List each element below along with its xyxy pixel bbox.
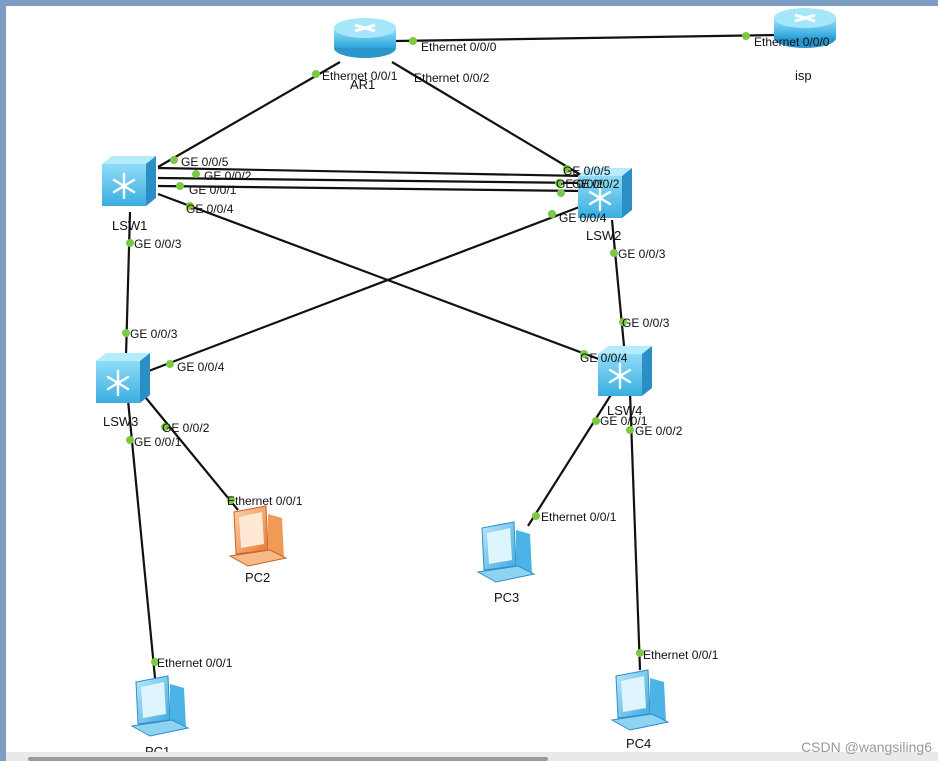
switch-icon bbox=[94, 351, 152, 405]
port-label-lsw1-ge003: GE 0/0/3 bbox=[134, 237, 182, 251]
port-label-ar1-e002: Ethernet 0/0/2 bbox=[414, 71, 490, 85]
port-dot bbox=[626, 426, 634, 434]
port-dot bbox=[126, 436, 134, 444]
horizontal-scrollbar-thumb[interactable] bbox=[28, 757, 548, 761]
port-label-lsw2-ge005: GE 0/0/5 bbox=[563, 164, 611, 178]
port-labels: Ethernet 0/0/0 Ethernet 0/0/0 Ethernet 0… bbox=[130, 35, 830, 670]
port-label-lsw2-ge004: GE 0/0/4 bbox=[559, 211, 607, 225]
port-dot bbox=[563, 165, 571, 173]
device-lsw4[interactable]: LSW4 bbox=[596, 344, 654, 418]
port-label-pc1-e001: Ethernet 0/0/1 bbox=[157, 656, 233, 670]
port-label-lsw2-ge003: GE 0/0/3 bbox=[618, 247, 666, 261]
device-lsw1[interactable]: LSW1 bbox=[100, 154, 158, 233]
switch-icon bbox=[100, 154, 158, 208]
device-pc2[interactable]: PC2 bbox=[229, 505, 287, 585]
port-label-pc4-e001: Ethernet 0/0/1 bbox=[643, 648, 719, 662]
port-dot bbox=[409, 37, 417, 45]
port-label-lsw4-ge003: GE 0/0/3 bbox=[622, 316, 670, 330]
port-label-lsw4-ge001: GE 0/0/1 bbox=[600, 414, 648, 428]
horizontal-scrollbar-track[interactable] bbox=[6, 752, 938, 761]
link-lsw2-lsw3[interactable] bbox=[145, 204, 583, 374]
port-label-lsw4-ge002: GE 0/0/2 bbox=[635, 424, 683, 438]
port-dot bbox=[636, 649, 644, 657]
port-dot bbox=[161, 423, 169, 431]
port-label-lsw3-ge001: GE 0/0/1 bbox=[134, 435, 182, 449]
link-lsw4-pc4[interactable] bbox=[628, 391, 642, 671]
port-label-lsw1-ge001: GE 0/0/1 bbox=[189, 183, 237, 197]
link-lsw4-pc3[interactable] bbox=[527, 389, 615, 527]
port-label-isp-e000: Ethernet 0/0/0 bbox=[754, 35, 830, 49]
port-dot bbox=[122, 329, 130, 337]
port-dot bbox=[580, 350, 588, 358]
link-lsw1-lsw4[interactable] bbox=[157, 192, 613, 366]
link-ar1-lsw1[interactable] bbox=[157, 61, 341, 168]
link-lsw1-lsw2-c[interactable] bbox=[157, 184, 583, 193]
device-label-lsw1: LSW1 bbox=[112, 218, 147, 233]
device-label-lsw2: LSW2 bbox=[586, 228, 621, 243]
pc-icon bbox=[229, 505, 287, 567]
port-label-lsw2-ge002: GE 0/0/2 bbox=[572, 177, 620, 191]
port-dot bbox=[592, 417, 600, 425]
link-ar1-isp[interactable] bbox=[395, 33, 779, 43]
port-dot bbox=[742, 32, 750, 40]
device-label-pc3: PC3 bbox=[494, 590, 519, 605]
port-label-lsw3-ge002: GE 0/0/2 bbox=[162, 421, 210, 435]
port-dot bbox=[548, 210, 556, 218]
port-label-lsw3-ge004: GE 0/0/4 bbox=[177, 360, 225, 374]
port-dot bbox=[227, 496, 235, 504]
port-label-pc3-e001: Ethernet 0/0/1 bbox=[541, 510, 617, 524]
port-dot bbox=[176, 182, 184, 190]
device-label-ar1: AR1 bbox=[350, 77, 375, 92]
port-dot bbox=[312, 70, 320, 78]
pc-icon bbox=[611, 669, 669, 731]
port-dot bbox=[610, 249, 618, 257]
link-lsw3-pc1[interactable] bbox=[126, 399, 158, 689]
device-pc4[interactable]: PC4 bbox=[611, 669, 669, 751]
device-isp[interactable]: isp bbox=[772, 6, 838, 83]
device-ar1[interactable]: AR1 bbox=[332, 16, 398, 92]
device-lsw2[interactable]: LSW2 bbox=[576, 166, 634, 243]
pc-icon bbox=[477, 521, 535, 583]
port-label-lsw4-ge004: GE 0/0/4 bbox=[580, 351, 628, 365]
port-dot bbox=[151, 658, 159, 666]
device-label-isp: isp bbox=[795, 68, 812, 83]
router-icon bbox=[332, 16, 398, 60]
link-lsw3-pc2[interactable] bbox=[145, 397, 239, 511]
device-label-pc2: PC2 bbox=[245, 570, 270, 585]
port-dots bbox=[122, 32, 750, 666]
port-label-pc2-e001: Ethernet 0/0/1 bbox=[227, 494, 303, 508]
device-pc1[interactable]: PC1 bbox=[131, 675, 189, 759]
watermark: CSDN @wangsiling6 bbox=[801, 739, 932, 755]
port-dot bbox=[170, 156, 178, 164]
port-label-lsw1-ge004: GE 0/0/4 bbox=[186, 202, 234, 216]
pc-icon bbox=[131, 675, 189, 737]
device-label-pc4: PC4 bbox=[626, 736, 651, 751]
device-lsw3[interactable]: LSW3 bbox=[94, 351, 152, 429]
link-ar1-lsw2[interactable] bbox=[391, 61, 587, 179]
port-dot bbox=[186, 202, 194, 210]
port-dot bbox=[557, 189, 565, 197]
port-dot bbox=[192, 170, 200, 178]
link-lsw1-lsw2-b[interactable] bbox=[157, 176, 585, 185]
port-label-lsw1-ge002: GE 0/0/2 bbox=[204, 169, 252, 183]
port-dot bbox=[619, 318, 627, 326]
port-label-lsw3-ge003: GE 0/0/3 bbox=[130, 327, 178, 341]
link-lsw1-lsw2-a[interactable] bbox=[157, 166, 585, 178]
port-label-ar1-e000: Ethernet 0/0/0 bbox=[421, 40, 497, 54]
port-label-lsw1-ge005: GE 0/0/5 bbox=[181, 155, 229, 169]
port-label-ar1-e001: Ethernet 0/0/1 bbox=[322, 69, 398, 83]
device-label-lsw3: LSW3 bbox=[103, 414, 138, 429]
port-dot bbox=[555, 179, 563, 187]
device-pc3[interactable]: PC3 bbox=[477, 521, 535, 605]
port-dot bbox=[532, 512, 540, 520]
port-dot bbox=[166, 360, 174, 368]
port-dot bbox=[126, 239, 134, 247]
device-label-lsw4: LSW4 bbox=[607, 403, 642, 418]
port-label-lsw2-ge001: GE 0/0/1 bbox=[556, 177, 604, 191]
